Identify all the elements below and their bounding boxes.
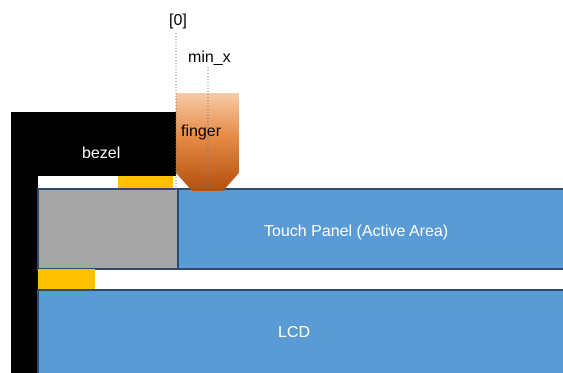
lcd-block: [37, 289, 563, 373]
inactive-area-block: [37, 188, 179, 270]
min-x-label: min_x: [188, 49, 231, 66]
lcd-label: LCD: [278, 324, 310, 341]
touch-panel-label: Touch Panel (Active Area): [264, 223, 448, 240]
bezel-top: [11, 112, 176, 176]
finger-label: finger: [181, 123, 222, 140]
zero-label: [0]: [169, 12, 187, 29]
touch-panel-active-area: [177, 188, 563, 270]
bezel-label: bezel: [82, 145, 120, 162]
lcd-adhesive: [38, 269, 95, 290]
bezel-adhesive: [118, 176, 173, 189]
